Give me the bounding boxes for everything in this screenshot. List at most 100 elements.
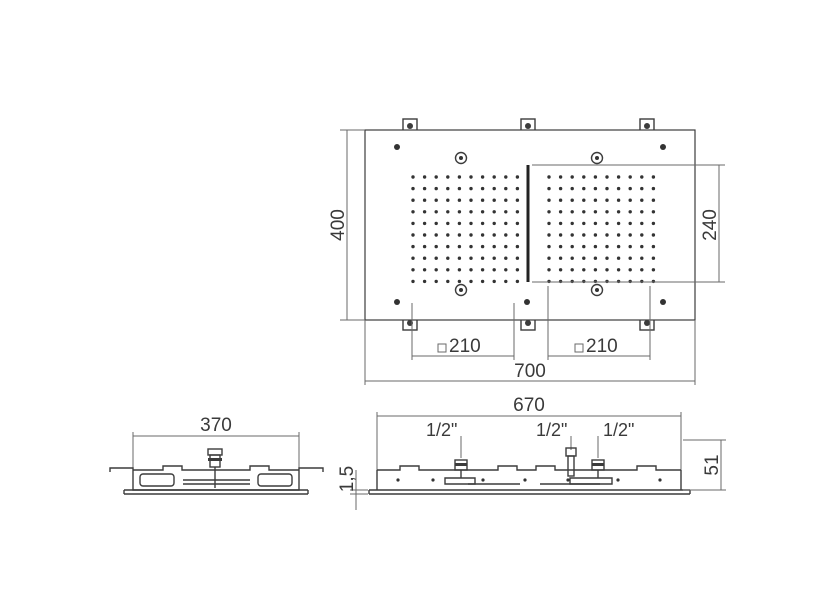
nozzle-dot	[628, 279, 632, 284]
nozzle-dot	[446, 279, 450, 284]
nozzle-dot	[651, 268, 656, 272]
nozzle-dot	[469, 279, 473, 284]
nozzle-dot	[640, 279, 644, 284]
nozzle-dot	[582, 221, 586, 226]
nozzle-dot	[547, 198, 551, 202]
nozzle-dot	[605, 279, 609, 284]
nozzle-dot	[434, 268, 438, 272]
nozzle-dot	[570, 221, 574, 226]
nozzle-dot	[480, 186, 485, 191]
nozzle-dot	[593, 175, 598, 179]
nozzle-dot	[582, 244, 586, 249]
nozzle-dot	[492, 221, 496, 226]
corner-hole	[660, 299, 666, 305]
nozzle-dot	[515, 198, 520, 202]
front-hole	[658, 478, 662, 482]
nozzle-dot	[640, 175, 644, 179]
nozzle-dot	[480, 233, 485, 237]
nozzle-dot	[480, 175, 485, 179]
nozzle-dot	[628, 210, 632, 214]
nozzle-dot	[434, 279, 438, 284]
front-hole	[481, 478, 485, 482]
nozzle-dot	[547, 279, 551, 284]
ring-nozzle	[454, 283, 468, 297]
nozzle-dot	[411, 279, 415, 284]
nozzle-dot	[457, 186, 462, 191]
nozzle-dot	[434, 233, 438, 237]
nozzle-dot	[547, 210, 551, 214]
dimension-240: 240	[532, 164, 725, 283]
front-view: 670 1/2" 1/2" 1/2"	[337, 395, 726, 510]
nozzle-dot	[492, 210, 496, 214]
pipe-label-1: 1/2"	[426, 420, 462, 458]
nozzle-dot	[422, 256, 427, 260]
nozzle-dot	[446, 221, 450, 226]
nozzle-dot	[457, 198, 462, 202]
front-view-holes	[396, 478, 662, 482]
pipe-label-2: 1/2"	[536, 420, 572, 450]
nozzle-dot	[411, 221, 415, 226]
nozzle-dot	[640, 268, 644, 272]
nozzle-dot	[422, 279, 427, 284]
nozzle-dot	[605, 268, 609, 272]
nozzle-dot	[547, 186, 551, 191]
dimension-670: 670	[376, 395, 682, 470]
nozzle-dot	[504, 198, 508, 202]
nozzle-dot	[558, 244, 563, 249]
nozzle-dot	[434, 186, 438, 191]
ring-nozzle	[590, 283, 604, 297]
nozzle-dot	[446, 244, 450, 249]
nozzle-dot	[593, 256, 598, 260]
nozzle-dot	[558, 210, 563, 214]
dimension-1-5-label: 1,5	[337, 466, 358, 492]
nozzle-dot	[547, 221, 551, 226]
nozzle-dot	[558, 221, 563, 226]
corner-hole	[524, 299, 530, 305]
nozzle-dot	[593, 233, 598, 237]
nozzle-dot	[582, 279, 586, 284]
nozzle-dot	[593, 268, 598, 272]
nozzle-dot	[504, 233, 508, 237]
nozzle-dot	[469, 186, 473, 191]
nozzle-dot	[593, 244, 598, 249]
nozzle-dot	[504, 175, 508, 179]
nozzle-dot	[492, 256, 496, 260]
nozzle-dot	[558, 268, 563, 272]
nozzle-dot	[422, 233, 427, 237]
nozzle-dot	[651, 175, 656, 179]
nozzle-dot	[616, 210, 621, 214]
nozzle-dot	[492, 279, 496, 284]
nozzle-dot	[628, 244, 632, 249]
nozzle-dot	[446, 210, 450, 214]
nozzle-dot	[547, 175, 551, 179]
nozzle-dot	[582, 233, 586, 237]
nozzle-dot	[504, 279, 508, 284]
dimension-700: 700	[364, 320, 696, 385]
nozzle-dot	[547, 256, 551, 260]
nozzle-dot	[515, 221, 520, 226]
nozzle-dot	[570, 233, 574, 237]
nozzle-dot	[492, 198, 496, 202]
svg-text:1/2": 1/2"	[426, 420, 457, 440]
nozzle-dot	[558, 233, 563, 237]
nozzle-dot	[469, 244, 473, 249]
nozzle-dot	[492, 268, 496, 272]
nozzle-dot	[446, 268, 450, 272]
nozzle-dot	[605, 186, 609, 191]
nozzle-dot	[547, 233, 551, 237]
nozzle-dot	[411, 210, 415, 214]
nozzle-dot	[640, 244, 644, 249]
nozzle-dot	[640, 198, 644, 202]
nozzle-dot	[515, 186, 520, 191]
nozzle-dot	[422, 244, 427, 249]
nozzle-dot	[411, 186, 415, 191]
dimension-700-label: 700	[514, 361, 546, 382]
nozzle-dot	[434, 256, 438, 260]
side-view-connector	[207, 448, 223, 488]
nozzle-grid-left	[411, 175, 520, 284]
nozzle-dot	[515, 279, 520, 284]
dimension-240-label: 240	[700, 209, 721, 241]
nozzle-dot	[547, 244, 551, 249]
nozzle-dot	[628, 198, 632, 202]
